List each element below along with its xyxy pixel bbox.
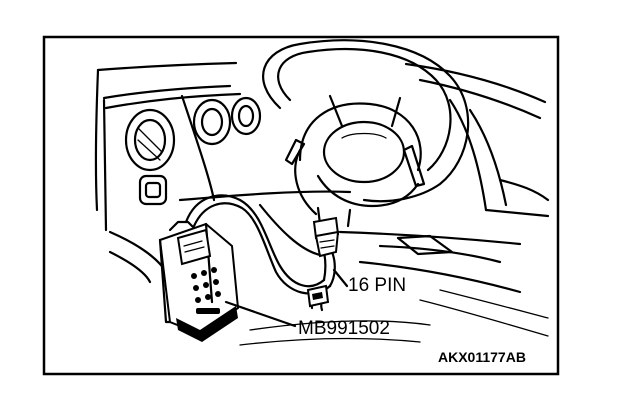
frame-border bbox=[42, 35, 560, 376]
dashboard bbox=[94, 61, 550, 346]
leader-line-connector bbox=[332, 268, 349, 288]
air-vent bbox=[124, 108, 176, 172]
keypad bbox=[191, 267, 221, 314]
instrument-gauges bbox=[180, 94, 262, 202]
tool-label: MB991502 bbox=[298, 318, 390, 339]
scan-tool-device bbox=[158, 220, 240, 342]
connector-label: 16 PIN bbox=[348, 275, 406, 296]
leader-line-tool bbox=[224, 300, 297, 328]
diagnostic-connector-16pin bbox=[306, 216, 340, 308]
switch-panel bbox=[138, 174, 168, 206]
steering-wheel bbox=[262, 39, 470, 228]
figure-code: AKX01177AB bbox=[438, 349, 526, 365]
